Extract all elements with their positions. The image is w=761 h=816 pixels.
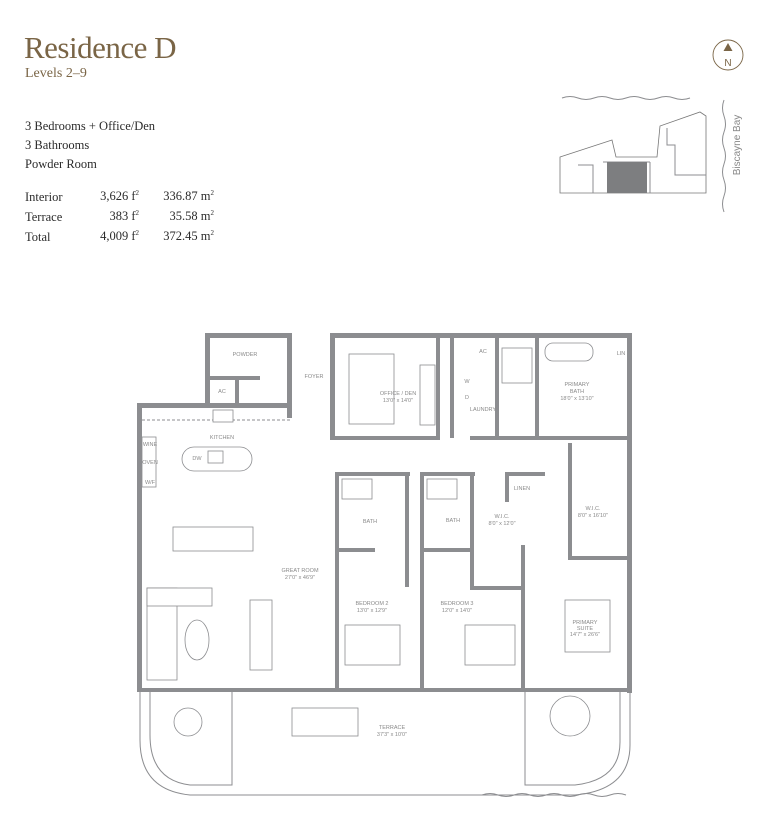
terrace-outline: [139, 692, 631, 796]
label-wic1: W.I.C.: [495, 514, 510, 520]
label-kitchen: KITCHEN: [210, 435, 234, 441]
residence-title: Residence D: [24, 30, 177, 65]
label-wic1-dim: 8'0" x 12'0": [488, 521, 515, 527]
terrace-lounge: [549, 695, 591, 737]
unit-highlight: [607, 162, 647, 193]
label-bedroom3-dim: 12'0" x 14'0": [442, 608, 472, 614]
label-wine: WINE: [143, 442, 158, 448]
area-sqft: 4,009 f2: [100, 229, 139, 244]
label-oven: OVEN: [142, 460, 158, 466]
svg-text:N: N: [724, 58, 731, 69]
area-row-total: Total 4,009 f2 372.45 m2: [25, 227, 214, 247]
cooktop-icon: [212, 409, 234, 423]
label-bedroom3: BEDROOM 3: [440, 601, 473, 607]
bathtub: [544, 342, 594, 362]
label-bath2: BATH: [363, 519, 377, 525]
area-table: Interior 3,626 f2 336.87 m2 Terrace 383 …: [25, 187, 214, 247]
label-ac: AC: [218, 389, 226, 395]
bath3-shower: [426, 478, 458, 500]
water-wave-top: [561, 96, 691, 100]
label-primary-suite-dim: 14'7" x 26'6": [570, 632, 600, 638]
water-wave-right: [722, 99, 726, 213]
label-primary-bath-dim: 18'0" x 13'10": [560, 396, 593, 402]
label-wf: W/F: [145, 480, 156, 486]
area-sqm: 336.87 m2: [163, 189, 214, 204]
sink-icon: [207, 450, 224, 464]
feature-item: 3 Bathrooms: [25, 138, 90, 152]
building-keyplan: [559, 111, 707, 194]
label-dw: DW: [192, 456, 202, 462]
feature-list: 3 Bedrooms + Office/Den 3 Bathrooms Powd…: [25, 117, 155, 174]
interior-walls: [210, 338, 630, 690]
label-dryer: D: [465, 395, 469, 401]
label-ac2: AC: [479, 349, 487, 355]
label-office: OFFICE / DEN: [380, 391, 416, 397]
dining-table: [172, 526, 254, 552]
label-washer: W: [464, 379, 470, 385]
area-row-terrace: Terrace 383 f2 35.58 m2: [25, 207, 214, 227]
kitchen-area: [141, 409, 292, 488]
area-label: Total: [25, 229, 51, 244]
label-powder: POWDER: [233, 352, 258, 358]
label-primary-bath: PRIMARY: [565, 382, 590, 388]
label-bedroom2-dim: 13'0" x 12'9": [357, 608, 387, 614]
media-console: [249, 599, 273, 671]
terrace-round-table: [173, 707, 203, 737]
label-wic2-dim: 8'0" x 16'10": [578, 513, 608, 519]
area-label: Terrace: [25, 209, 63, 224]
label-office-dim: 13'0" x 14'0": [383, 398, 413, 404]
label-terrace: TERRACE: [379, 725, 406, 731]
office-sofa: [348, 353, 395, 425]
label-lin: LIN: [617, 351, 626, 357]
label-foyer: FOYER: [305, 374, 324, 380]
label-linen: LINEN: [514, 486, 530, 492]
exterior-walls: [137, 333, 632, 693]
label-bath3: BATH: [446, 518, 460, 524]
label-wic2: W.I.C.: [586, 506, 601, 512]
water-wave-bottom: [481, 793, 627, 797]
shower: [501, 347, 533, 384]
compass-icon: N: [712, 39, 744, 71]
terrace-dining-table: [291, 707, 359, 737]
label-terrace-dim: 37'3" x 10'0": [377, 732, 407, 738]
feature-item: Powder Room: [25, 157, 97, 171]
area-sqm: 372.45 m2: [163, 229, 214, 244]
coffee-table: [184, 619, 210, 661]
area-sqft: 383 f2: [109, 209, 139, 224]
area-row-interior: Interior 3,626 f2 336.87 m2: [25, 187, 214, 207]
bath2-shower: [341, 478, 373, 500]
feature-item: 3 Bedrooms + Office/Den: [25, 119, 156, 133]
bedroom3-bed: [464, 624, 516, 666]
levels-subtitle: Levels 2–9: [25, 66, 87, 81]
primary-bed: [564, 599, 611, 653]
area-label: Interior: [25, 189, 63, 204]
label-laundry: LAUNDRY: [470, 407, 497, 413]
sofa: [146, 587, 213, 681]
label-great-room: GREAT ROOM: [281, 568, 318, 574]
label-primary-suite2: SUITE: [577, 626, 594, 632]
bedroom2-bed: [344, 624, 401, 666]
label-great-room-dim: 27'0" x 46'9": [285, 575, 315, 581]
office-desk: [419, 364, 436, 426]
water-label: Biscayne Bay: [732, 115, 743, 176]
label-primary-bath2: BATH: [570, 389, 584, 395]
label-primary-suite: PRIMARY: [573, 620, 598, 626]
label-bedroom2: BEDROOM 2: [355, 601, 388, 607]
area-sqm: 35.58 m2: [169, 209, 214, 224]
area-sqft: 3,626 f2: [100, 189, 139, 204]
